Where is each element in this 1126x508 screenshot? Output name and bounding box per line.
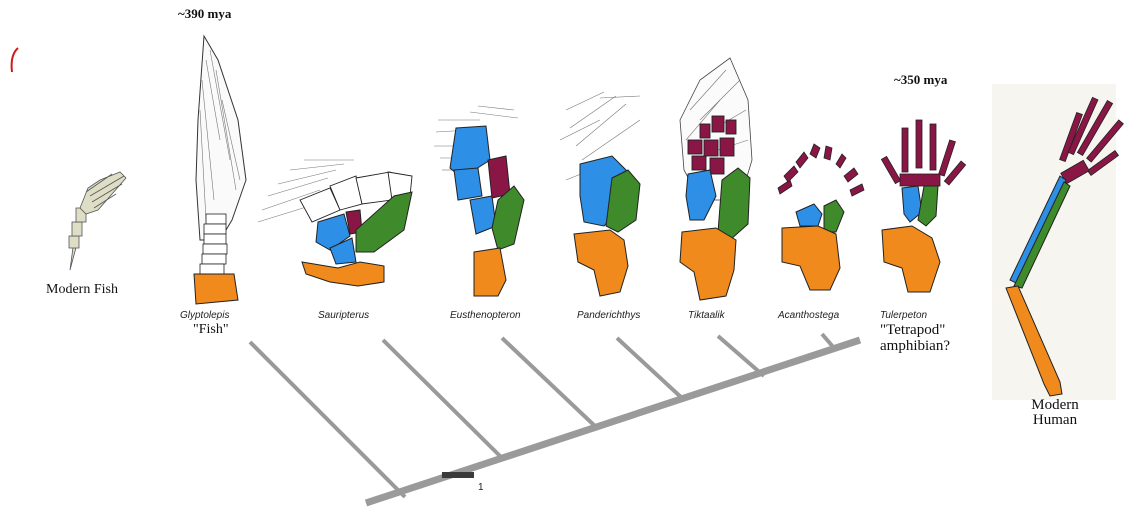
tiktaalik-ulna (718, 168, 750, 240)
red-annotation-mark (12, 48, 18, 72)
phylogenetic-tree (250, 334, 860, 503)
label-eusthenopteron: Eusthenopteron (450, 310, 521, 321)
sauripterus-humerus (302, 262, 384, 286)
label-tulerpeton: Tulerpeton (880, 310, 927, 321)
tiktaalik-radius (686, 170, 716, 220)
tulerpeton-ulna (918, 186, 938, 226)
glyptolepis-humerus (194, 274, 238, 304)
label-panderichthys: Panderichthys (577, 310, 640, 321)
panderichthys-humerus (574, 230, 628, 296)
panderichthys-fin (560, 92, 640, 296)
label-modern-human-line2: Human (1020, 413, 1090, 428)
tulerpeton-limb (881, 120, 965, 292)
tiktaalik-fin (680, 58, 752, 300)
label-tiktaalik: Tiktaalik (688, 310, 725, 321)
tree-branch-acanthostega (822, 334, 834, 348)
label-sauripterus: Sauripterus (318, 310, 369, 321)
glyptolepis-fin (194, 36, 246, 304)
eusthenopteron-humerus (474, 248, 506, 296)
eusthenopteron-fin (434, 106, 524, 296)
sauripterus-fin (258, 160, 412, 286)
modern-fish-fin (69, 172, 126, 270)
tree-branch-panderichthys (617, 338, 683, 399)
tree-branch-tiktaalik (718, 336, 764, 376)
scale-bar-label: 1 (478, 482, 484, 493)
label-modern-human-line1: Modern (1020, 398, 1090, 413)
time-label-end: ~350 mya (894, 72, 947, 88)
time-label-start: ~390 mya (178, 6, 231, 22)
acanthostega-ulna (824, 200, 844, 232)
label-acanthostega: Acanthostega (778, 310, 839, 321)
acanthostega-limb (778, 144, 864, 290)
tiktaalik-humerus (680, 228, 736, 300)
tree-backbone (366, 340, 860, 503)
scale-bar (442, 472, 474, 478)
label-modern-fish: Modern Fish (46, 282, 118, 298)
acanthostega-radius (796, 204, 822, 226)
tree-branch-sauripterus (383, 340, 503, 459)
label-tulerpeton-sub2: amphibian? (880, 338, 950, 355)
label-tulerpeton-sub: "Tetrapod" (880, 322, 945, 339)
tulerpeton-humerus (882, 226, 940, 292)
label-modern-human: Modern Human (1020, 398, 1090, 428)
eusthenopteron-intermedium (488, 156, 510, 198)
modern-human-arm (992, 84, 1123, 400)
label-glyptolepis: Glyptolepis (180, 310, 229, 321)
label-glyptolepis-sub: "Fish" (193, 322, 229, 338)
tree-branch-glyptolepis (250, 342, 405, 497)
tree-branch-eusthenopteron (502, 338, 597, 428)
acanthostega-humerus (782, 226, 840, 290)
